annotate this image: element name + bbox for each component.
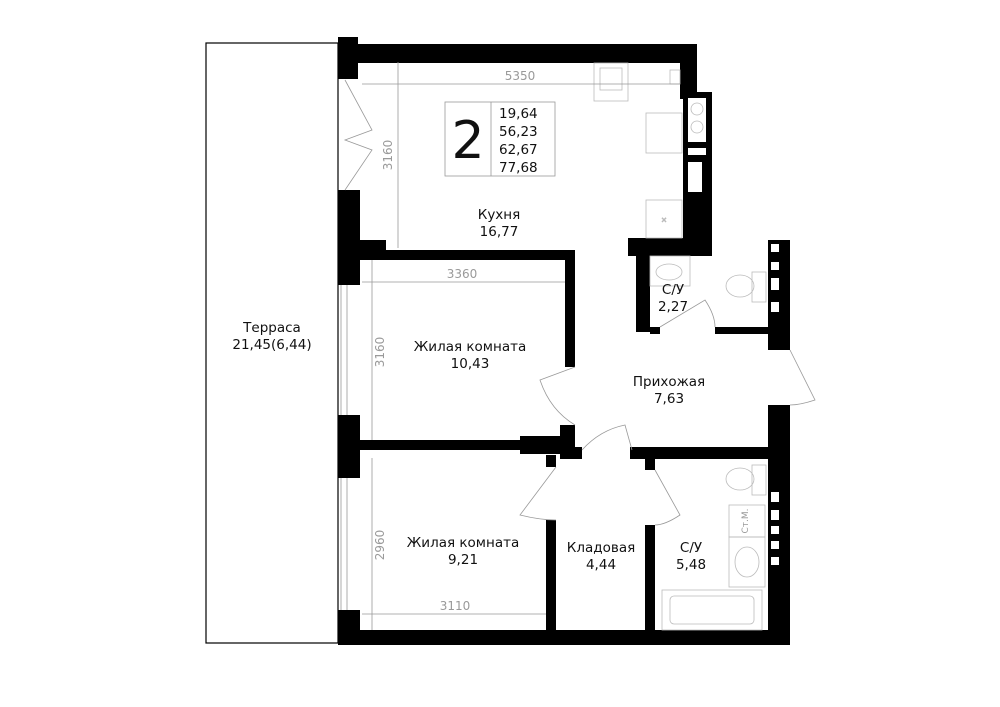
- terrace-name: Терраса: [242, 320, 301, 336]
- wc1-name: С/У: [662, 282, 684, 298]
- bedroom1-name: Жилая комната: [414, 339, 526, 355]
- ventilation-shafts: [688, 98, 779, 565]
- doors: [343, 79, 816, 526]
- kitchen-name: Кухня: [478, 207, 521, 223]
- wc1-area: 2,27: [658, 299, 688, 315]
- storage-area: 4,44: [586, 557, 616, 573]
- area-value: 19,64: [499, 106, 538, 122]
- room-count: 2: [451, 111, 484, 171]
- kitchen-area: 16,77: [480, 224, 519, 240]
- hallway-name: Прихожая: [633, 374, 705, 390]
- area-value: 62,67: [499, 142, 538, 158]
- windows: [340, 285, 348, 610]
- washer-label: Ст.М.: [741, 508, 751, 533]
- bathroom-fixtures: [649, 255, 767, 631]
- wc2-area: 5,48: [676, 557, 706, 573]
- bedroom2-name: Жилая комната: [407, 535, 519, 551]
- area-value: 77,68: [499, 160, 538, 176]
- kitchen-fixtures: ×: [593, 62, 683, 239]
- storage-name: Кладовая: [567, 540, 635, 556]
- dim-kitchen-depth: 3160: [381, 140, 395, 171]
- svg-text:×: ×: [661, 215, 666, 225]
- apartment-info-box: 2 19,64 56,23 62,67 77,68: [444, 101, 556, 177]
- dim-kitchen-width: 5350: [505, 69, 536, 83]
- dim-bedroom1-width: 3360: [447, 267, 478, 281]
- wc2-name: С/У: [680, 540, 702, 556]
- terrace-outline: [205, 42, 339, 644]
- bedroom2-area: 9,21: [448, 552, 478, 568]
- hallway-area: 7,63: [654, 391, 684, 407]
- walls: [338, 37, 790, 645]
- terrace-area: 21,45(6,44): [232, 337, 311, 353]
- bedroom1-area: 10,43: [451, 356, 490, 372]
- dim-bedroom2-width: 3110: [440, 599, 471, 613]
- dim-bedroom1-depth: 3160: [373, 337, 387, 368]
- room-labels: Кухня 16,77 Жилая комната 10,43 Жилая ко…: [232, 207, 706, 573]
- area-value: 56,23: [499, 124, 538, 140]
- dimension-lines: [362, 62, 680, 630]
- dim-bedroom2-depth: 2960: [373, 530, 387, 561]
